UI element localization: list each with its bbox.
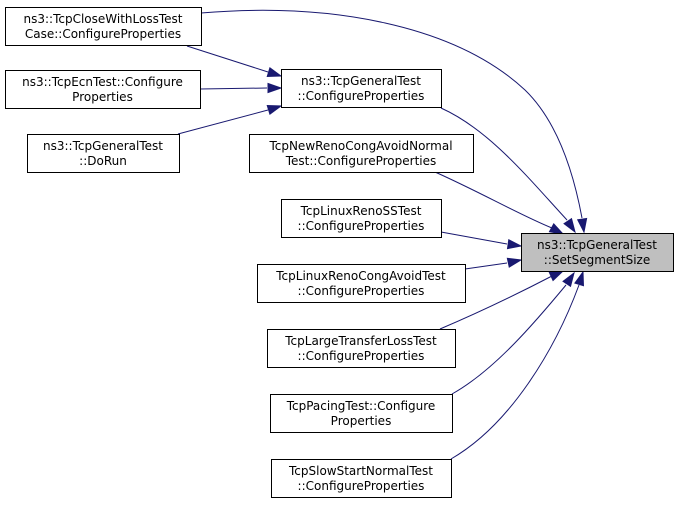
node-box: [27, 134, 180, 173]
node-label-line: ns3::TcpGeneralTest: [537, 238, 657, 252]
node-largetransfer[interactable]: TcpLargeTransferLossTest::ConfigurePrope…: [267, 329, 456, 368]
node-label-line: ::ConfigureProperties: [298, 219, 425, 233]
edge-line: [199, 87, 268, 90]
edge-linuxrenoss-to-setsegmentsize: [440, 231, 523, 250]
node-box: [281, 69, 442, 108]
node-label-line: ::SetSegmentSize: [544, 253, 650, 267]
node-box: [521, 233, 674, 272]
arrowhead-icon: [574, 270, 585, 287]
edge-line: [177, 109, 269, 135]
edge-newreno-to-setsegmentsize: [434, 171, 565, 235]
node-label-line: Test::ConfigureProperties: [285, 154, 437, 168]
edge-pacing-to-setsegmentsize: [451, 271, 575, 395]
edge-closewithloss-to-general-configure: [186, 45, 283, 78]
arrowhead-icon: [506, 257, 523, 268]
node-label-line: Case::ConfigureProperties: [25, 27, 181, 41]
arrowhead-icon: [562, 271, 575, 288]
node-general-configure[interactable]: ns3::TcpGeneralTest::ConfigureProperties: [281, 69, 442, 108]
edge-line: [440, 231, 508, 245]
edge-slowstart-to-setsegmentsize: [450, 270, 585, 460]
node-pacing[interactable]: TcpPacingTest::ConfigureProperties: [270, 394, 453, 433]
edge-general-configure-to-setsegmentsize: [440, 107, 576, 234]
arrowhead-icon: [576, 217, 588, 234]
node-label-line: ::ConfigureProperties: [298, 349, 425, 363]
node-label-line: TcpLinuxRenoSSTest: [300, 204, 422, 218]
node-label-line: TcpPacingTest::Configure: [286, 399, 436, 413]
edge-line: [186, 45, 269, 73]
node-label-line: ::ConfigureProperties: [298, 89, 425, 103]
node-box: [267, 329, 456, 368]
arrowhead-icon: [563, 217, 576, 234]
node-label-line: ns3::TcpEcnTest::Configure: [22, 75, 183, 89]
node-linuxrenoss[interactable]: TcpLinuxRenoSSTest::ConfigureProperties: [281, 199, 442, 238]
node-label-line: Properties: [331, 414, 392, 428]
node-label-line: TcpLargeTransferLossTest: [284, 334, 437, 348]
arrowhead-icon: [266, 104, 283, 115]
node-label-line: TcpSlowStartNormalTest: [288, 464, 433, 478]
nodes-layer: ns3::TcpCloseWithLossTestCase::Configure…: [5, 7, 674, 498]
node-box: [271, 459, 452, 498]
node-label-line: ns3::TcpGeneralTest: [43, 139, 163, 153]
edge-line: [440, 107, 568, 221]
node-label-line: ::DoRun: [79, 154, 127, 168]
node-label-line: ::ConfigureProperties: [298, 479, 425, 493]
node-label-line: ::ConfigureProperties: [298, 284, 425, 298]
node-label-line: Properties: [72, 90, 133, 104]
node-box: [281, 199, 442, 238]
node-linuxrenocongavoid[interactable]: TcpLinuxRenoCongAvoidTest::ConfigureProp…: [257, 264, 466, 303]
edge-line: [450, 284, 580, 460]
node-closewithloss[interactable]: ns3::TcpCloseWithLossTestCase::Configure…: [5, 7, 202, 46]
node-box: [5, 7, 202, 46]
edge-line: [464, 262, 508, 270]
node-box: [5, 70, 201, 109]
node-label-line: TcpNewRenoCongAvoidNormal: [268, 139, 452, 153]
arrowhead-icon: [506, 238, 523, 250]
edge-closewithloss-to-setsegmentsize: [200, 9, 588, 234]
node-box: [270, 394, 453, 433]
edge-line: [439, 275, 553, 330]
node-label-line: TcpLinuxRenoCongAvoidTest: [275, 269, 446, 283]
node-setsegmentsize: ns3::TcpGeneralTest::SetSegmentSize: [521, 233, 674, 272]
node-ecn[interactable]: ns3::TcpEcnTest::ConfigureProperties: [5, 70, 201, 109]
arrowhead-icon: [548, 222, 565, 235]
node-slowstart[interactable]: TcpSlowStartNormalTest::ConfigurePropert…: [271, 459, 452, 498]
node-dorun[interactable]: ns3::TcpGeneralTest::DoRun: [27, 134, 180, 173]
edges-layer: [177, 9, 588, 460]
node-box: [249, 134, 474, 173]
node-label-line: ns3::TcpGeneralTest: [301, 74, 421, 88]
arrowhead-icon: [548, 270, 565, 282]
arrowhead-icon: [266, 67, 283, 78]
edge-line: [200, 9, 583, 219]
node-newreno[interactable]: TcpNewRenoCongAvoidNormalTest::Configure…: [249, 134, 474, 173]
node-label-line: ns3::TcpCloseWithLossTest: [24, 12, 183, 26]
edge-line: [451, 284, 567, 395]
edge-line: [434, 171, 553, 229]
node-box: [257, 264, 466, 303]
arrowhead-icon: [267, 82, 283, 94]
edge-ecn-to-general-configure: [199, 82, 283, 94]
edge-linuxrenocongavoid-to-setsegmentsize: [464, 257, 523, 270]
edge-dorun-to-general-configure: [177, 104, 283, 135]
